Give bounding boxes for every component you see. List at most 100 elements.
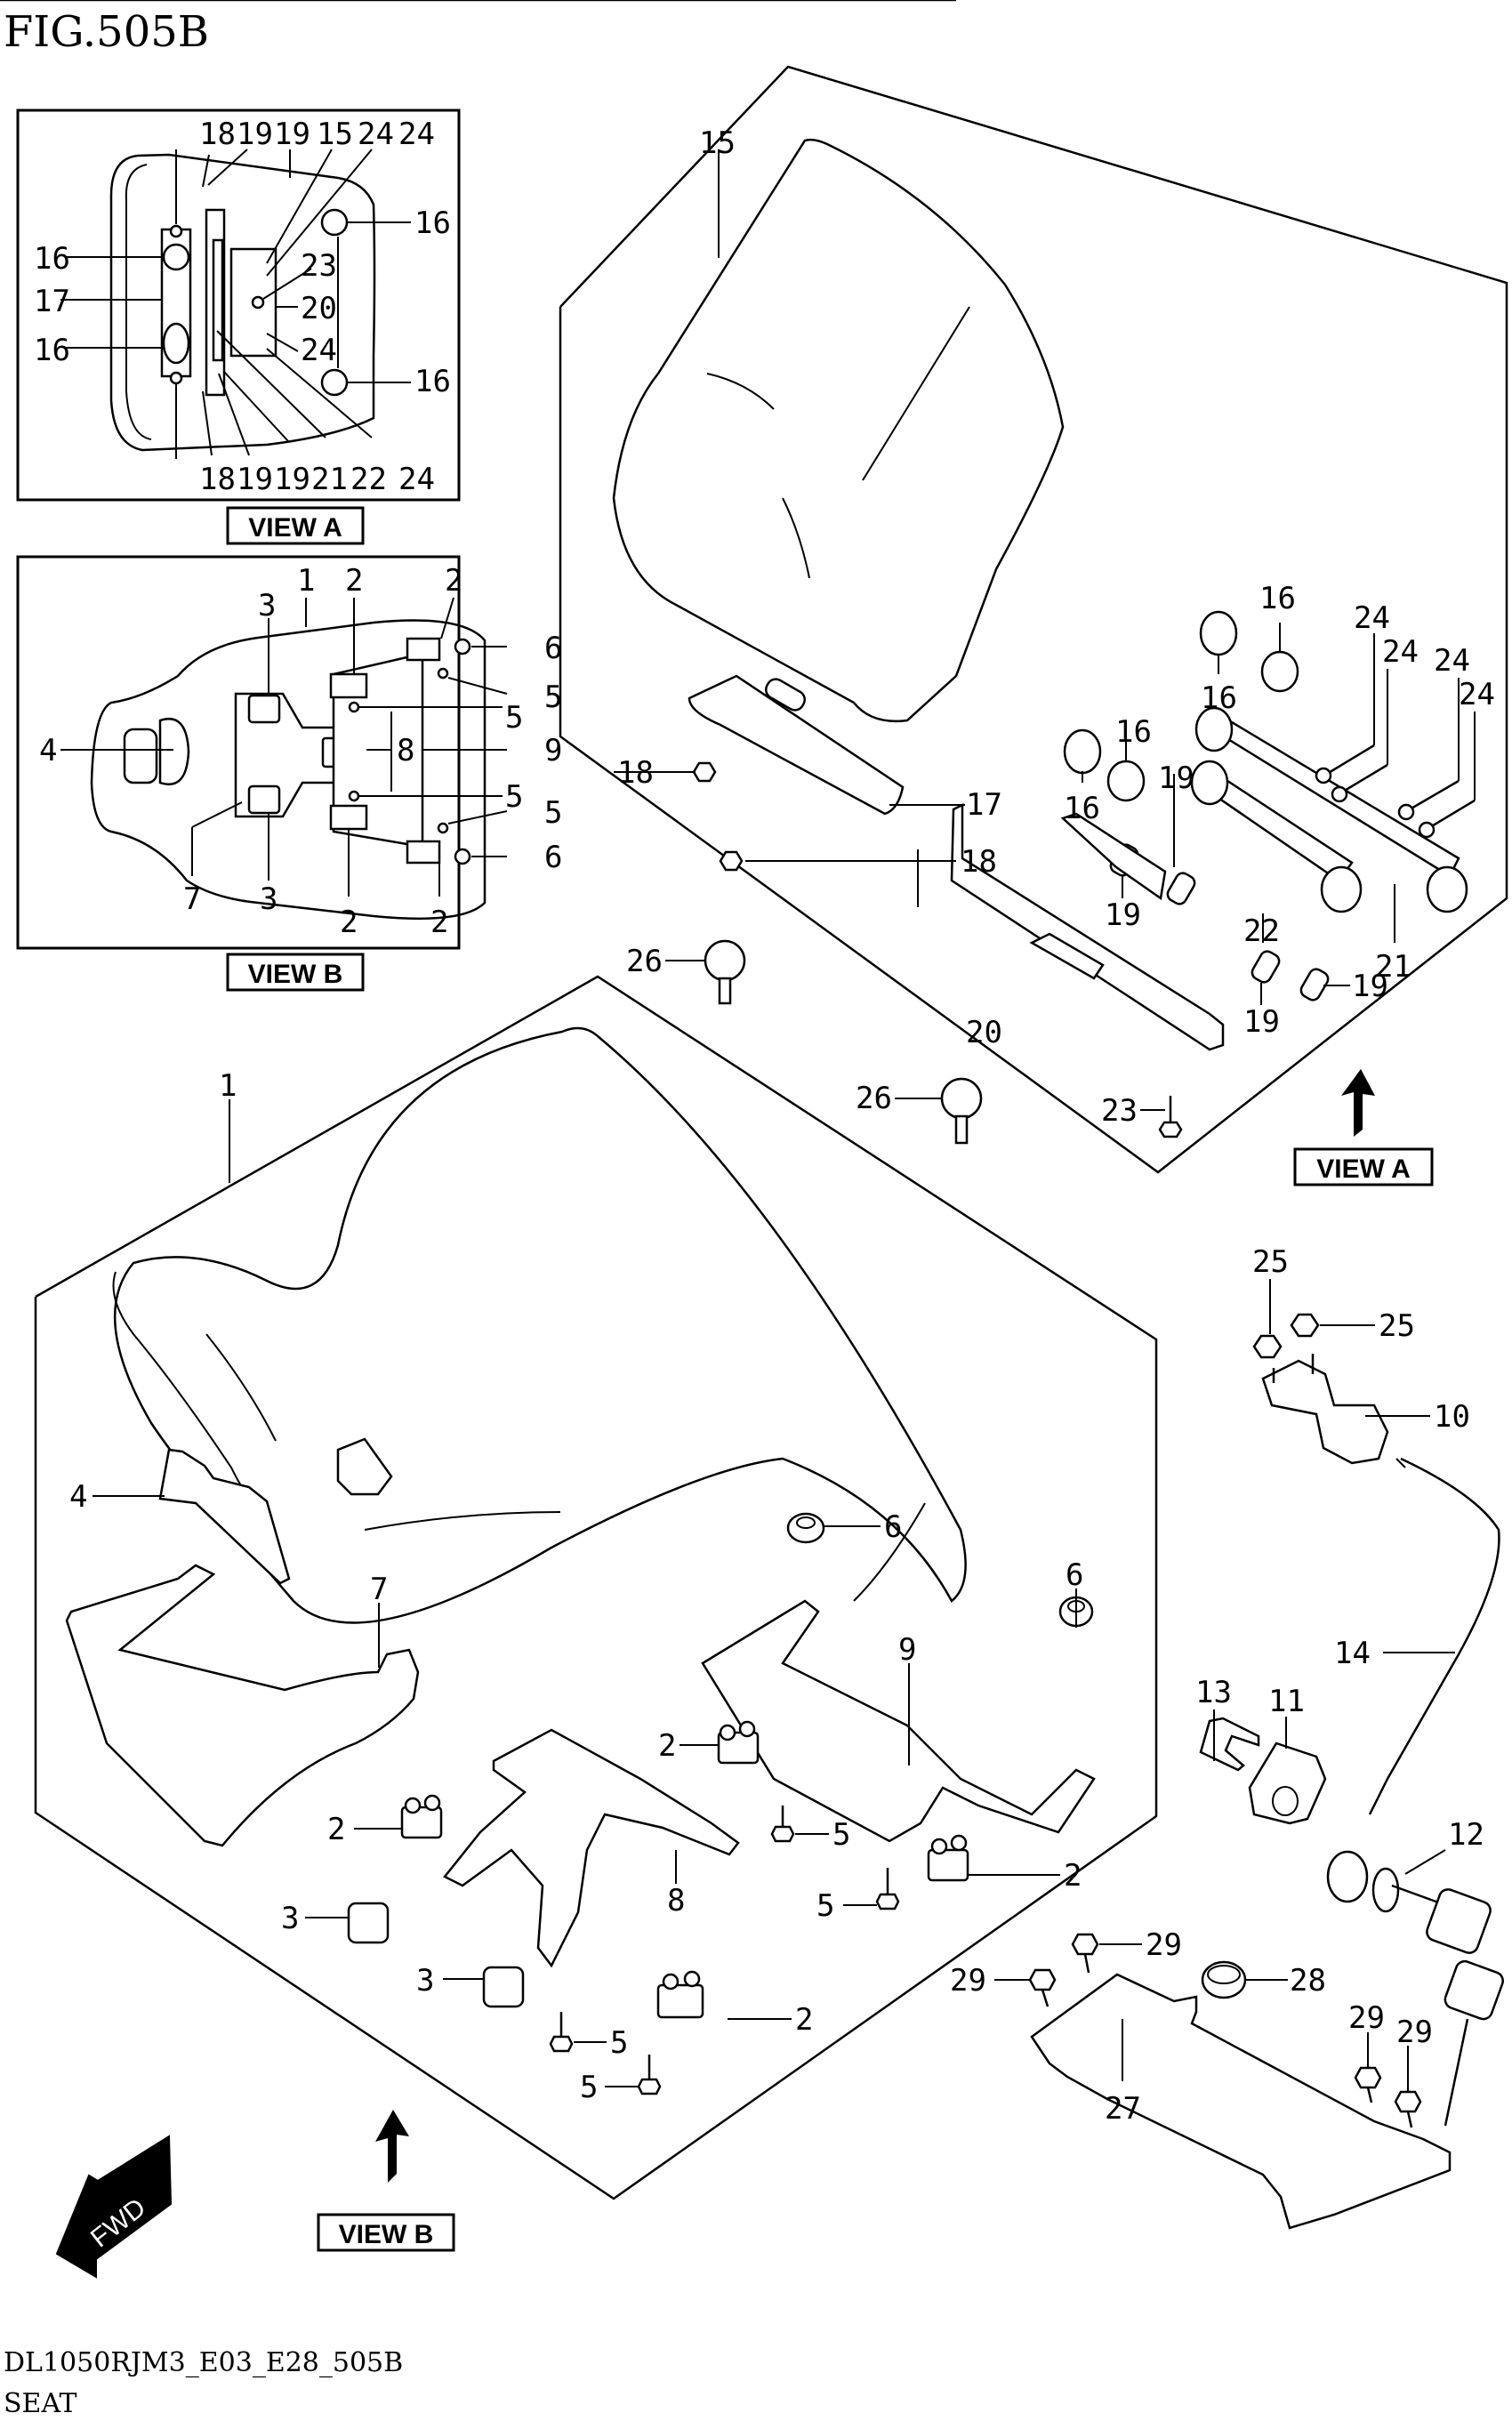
callout-22: 22 bbox=[1243, 913, 1280, 949]
rear-seat-15 bbox=[612, 138, 1065, 722]
nut-25 bbox=[1252, 1334, 1283, 1359]
callout-18: 18 bbox=[961, 844, 997, 880]
view-b-marker: VIEW B bbox=[339, 2220, 434, 2249]
cushion-3 bbox=[347, 1902, 390, 1944]
callout-25: 25 bbox=[1252, 1244, 1289, 1280]
front-seat-outline-bottom-view bbox=[90, 619, 487, 921]
view-b-arrow-icon bbox=[375, 2110, 409, 2183]
callout-28: 28 bbox=[1290, 1963, 1326, 1999]
callout-16: 16 bbox=[1201, 680, 1237, 716]
view-b-marker-box bbox=[317, 2213, 455, 2252]
cushion-16 bbox=[1199, 610, 1238, 656]
callout-19: 19 bbox=[274, 117, 310, 152]
bracket-20 bbox=[950, 802, 1225, 1051]
cushion-2 bbox=[656, 1970, 704, 2019]
seat-lock-10 bbox=[1261, 1359, 1389, 1465]
screw-5 bbox=[637, 2055, 662, 2095]
handle-plate-17 bbox=[688, 674, 905, 816]
screw-5 bbox=[437, 667, 449, 680]
callout-2: 2 bbox=[340, 905, 358, 940]
cushion-2 bbox=[329, 672, 368, 699]
callout-24: 24 bbox=[1382, 634, 1419, 670]
cushion-2 bbox=[329, 804, 368, 831]
callout-3: 3 bbox=[258, 588, 276, 623]
bolt-23 bbox=[1158, 1096, 1183, 1138]
callout-6: 6 bbox=[544, 840, 562, 875]
callout-19: 19 bbox=[1158, 760, 1194, 796]
callout-15: 15 bbox=[699, 125, 736, 161]
callout-7: 7 bbox=[183, 881, 201, 917]
bracket-7 bbox=[65, 1564, 420, 1847]
spacer-19 bbox=[1251, 950, 1281, 984]
cushion-3 bbox=[247, 694, 281, 724]
callout-2: 2 bbox=[658, 1728, 676, 1764]
grommet-6 bbox=[454, 638, 471, 656]
view-a-arrow-icon bbox=[1341, 1069, 1375, 1137]
callout-5: 5 bbox=[505, 700, 523, 736]
screw-5 bbox=[549, 2012, 574, 2053]
inset-view-a: 18 19 19 15 24 24 16 17 16 16 23 20 24 1… bbox=[16, 109, 461, 545]
callout-5: 5 bbox=[505, 779, 523, 815]
callout-12: 12 bbox=[1448, 1817, 1484, 1853]
lock-set-12 bbox=[1326, 1850, 1504, 2127]
screw-5 bbox=[348, 790, 360, 802]
cushion-16 bbox=[162, 322, 190, 365]
plate-4 bbox=[158, 1448, 291, 1585]
bracket-9 bbox=[701, 1599, 1096, 1843]
callout-20: 20 bbox=[966, 1015, 1002, 1050]
callout-19: 19 bbox=[1243, 1004, 1280, 1040]
screw-26 bbox=[704, 939, 746, 1005]
callout-2: 2 bbox=[345, 563, 363, 599]
holder-13 bbox=[1199, 1717, 1260, 1772]
screw-26 bbox=[940, 1077, 983, 1145]
cushion-3 bbox=[482, 1966, 525, 2008]
callout-24: 24 bbox=[301, 333, 337, 368]
figure-title: FIG.505B bbox=[4, 7, 209, 57]
cushion-16 bbox=[320, 368, 349, 397]
callout-3: 3 bbox=[281, 1901, 299, 1936]
callout-3: 3 bbox=[416, 1963, 434, 1999]
callout-5: 5 bbox=[610, 2025, 628, 2061]
cushion-3 bbox=[247, 784, 281, 815]
cushion-16 bbox=[1106, 760, 1146, 802]
screw-5 bbox=[875, 1868, 900, 1910]
hook-bar-22 bbox=[212, 238, 224, 362]
callout-22: 22 bbox=[350, 462, 387, 497]
view-a-caption: VIEW A bbox=[248, 513, 342, 543]
callout-18: 18 bbox=[199, 117, 236, 152]
rear-seat-group: 15 16 16 16 16 17 18 18 19 19 19 19 20 2… bbox=[0, 0, 1508, 1186]
nut-18 bbox=[719, 850, 744, 872]
callout-26: 26 bbox=[626, 944, 663, 979]
drawing-code: DL1050RJM3_E03_E28_505B bbox=[4, 2347, 403, 2378]
callout-16: 16 bbox=[414, 205, 451, 241]
callout-10: 10 bbox=[1434, 1399, 1470, 1435]
callout-19: 19 bbox=[1105, 897, 1141, 933]
callout-24: 24 bbox=[1434, 643, 1470, 679]
callout-24: 24 bbox=[1354, 600, 1390, 636]
callout-16: 16 bbox=[1064, 791, 1100, 826]
callout-5: 5 bbox=[544, 795, 562, 831]
cushion-2 bbox=[717, 1720, 760, 1765]
cushion-16 bbox=[1260, 650, 1299, 693]
callout-13: 13 bbox=[1195, 1675, 1232, 1710]
callout-11: 11 bbox=[1268, 1684, 1305, 1719]
callout-5: 5 bbox=[832, 1817, 850, 1853]
callout-6: 6 bbox=[1066, 1557, 1083, 1593]
callout-5: 5 bbox=[816, 1888, 834, 1924]
view-a-marker-box bbox=[1293, 1147, 1434, 1186]
callout-9: 9 bbox=[544, 733, 562, 768]
callout-16: 16 bbox=[1115, 714, 1152, 750]
callout-6: 6 bbox=[884, 1509, 902, 1545]
bolt-24 bbox=[0, 0, 1375, 784]
callout-4: 4 bbox=[39, 733, 57, 768]
callout-2: 2 bbox=[445, 563, 462, 599]
callout-2: 2 bbox=[430, 905, 448, 940]
callout-23: 23 bbox=[301, 248, 337, 284]
callout-16: 16 bbox=[414, 364, 451, 399]
bracket-8 bbox=[443, 1728, 740, 1968]
grommet-6 bbox=[786, 1512, 825, 1544]
spacer-19 bbox=[1299, 968, 1330, 1001]
view-a-marker: VIEW A bbox=[1316, 1154, 1411, 1184]
screw-5 bbox=[770, 1806, 795, 1843]
